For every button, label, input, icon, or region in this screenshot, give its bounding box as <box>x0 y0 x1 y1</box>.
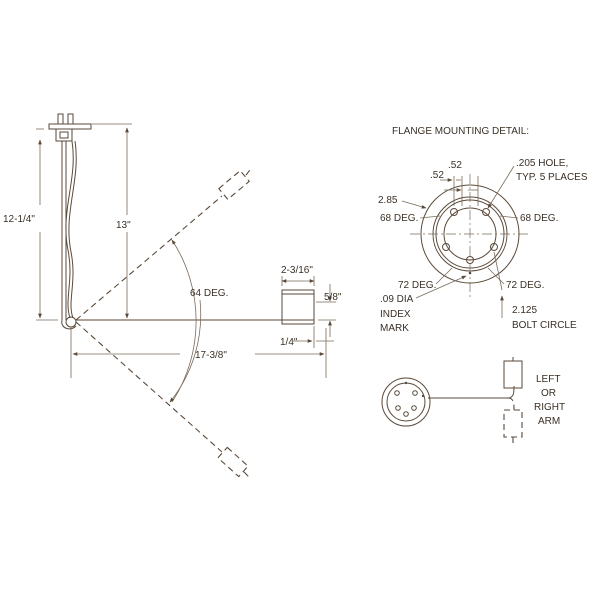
index-note-line3: MARK <box>380 323 409 334</box>
dim-tube-length-label: 13" <box>116 220 131 231</box>
dim-arm-length-label: 17-3/8" <box>195 350 227 361</box>
dim-diameter: 2.85 <box>378 195 427 209</box>
float-alternate <box>503 409 523 438</box>
dim-float-height-label: 5/8" <box>324 292 342 303</box>
angle-left-bottom: 72 DEG. <box>398 280 436 291</box>
bolt-circle-value: 2.125 <box>512 305 537 316</box>
float-solid <box>281 289 315 325</box>
dim-float-offset: 1/4" <box>280 326 334 348</box>
arm-option-line2: OR <box>541 388 556 399</box>
bolt-circle-dim: 2.125 BOLT CIRCLE <box>493 251 577 331</box>
dim-float-width-label: 2-3/16" <box>281 265 313 276</box>
main-view: 12-1/4" 13" 64 DEG. 2-3/16" <box>3 113 342 478</box>
float-arm-upper <box>75 195 223 321</box>
arm-option-detail: LEFT OR RIGHT ARM <box>381 357 565 443</box>
angle-left-top: 68 DEG. <box>380 213 418 224</box>
float-arm-lower <box>75 321 223 453</box>
index-note: .09 DIA INDEX MARK <box>380 275 467 334</box>
arm-option-line3: RIGHT <box>534 402 565 413</box>
hole-note-line2: TYP. 5 PLACES <box>516 172 588 183</box>
float-upper <box>218 169 250 201</box>
index-note-line1: .09 DIA <box>380 294 414 305</box>
bolt-holes <box>442 208 498 275</box>
angle-right-top: 68 DEG. <box>520 213 558 224</box>
dim-hole-spacing: .52 .52 <box>430 160 479 206</box>
flange-detail: FLANGE MOUNTING DETAIL: <box>378 126 588 334</box>
dim-overall-length: 12-1/4" <box>3 128 58 321</box>
float-right <box>503 360 523 389</box>
dim-swing-angle: 64 DEG. <box>169 239 228 403</box>
dim-swing-angle-label: 64 DEG. <box>190 288 228 299</box>
bolt-circle-label: BOLT CIRCLE <box>512 320 577 331</box>
dim-float-height: 5/8" <box>316 284 342 337</box>
arm-option-line1: LEFT <box>536 374 560 385</box>
angle-right-bottom: 72 DEG. <box>506 280 544 291</box>
index-note-line2: INDEX <box>380 309 411 320</box>
hole-note: .205 HOLE, TYP. 5 PLACES <box>487 158 588 209</box>
dim-tube-length: 13" <box>92 123 132 319</box>
dim-overall-length-label: 12-1/4" <box>3 214 35 225</box>
float-lower <box>217 446 249 478</box>
tube-assembly <box>61 140 77 330</box>
dim-arm-length: 17-3/8" <box>72 350 325 361</box>
dim-float-offset-label: 1/4" <box>280 337 298 348</box>
flange-detail-title: FLANGE MOUNTING DETAIL: <box>392 126 529 137</box>
dim-diameter-label: 2.85 <box>378 195 398 206</box>
hole-note-line1: .205 HOLE, <box>516 158 568 169</box>
dim-float-width: 2-3/16" <box>281 265 315 286</box>
dim-hole-spacing-a-label: .52 <box>448 160 462 171</box>
flange-top <box>48 113 92 142</box>
dim-hole-spacing-b-label: .52 <box>430 170 444 181</box>
arm-option-line4: ARM <box>538 416 560 427</box>
